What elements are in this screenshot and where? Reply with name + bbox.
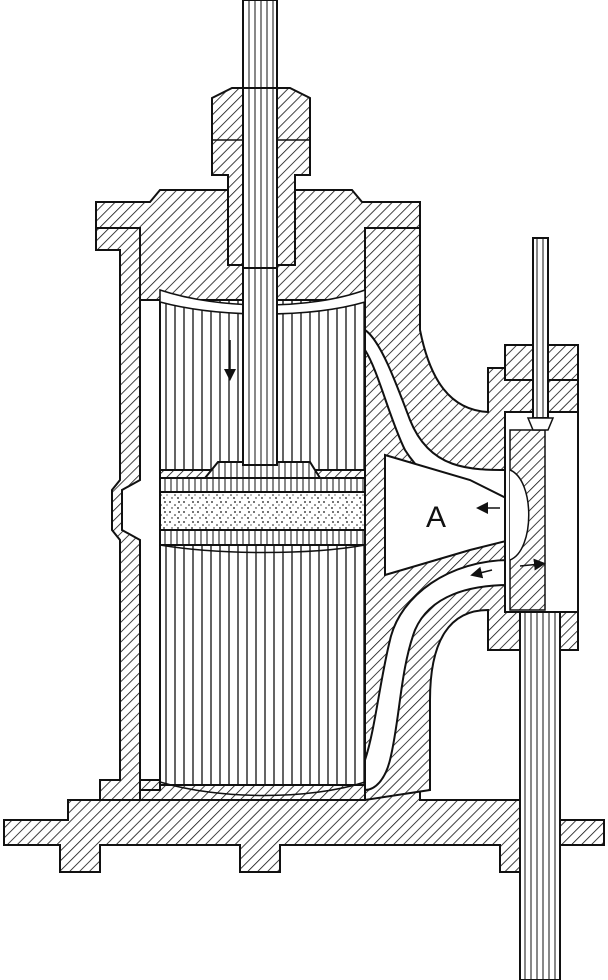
- lower-steam-passage: [364, 558, 511, 792]
- exhaust-pipe: [519, 611, 561, 980]
- piston: [159, 461, 366, 554]
- valve-rod: [526, 237, 555, 431]
- steam-flow-arrows: [470, 502, 546, 579]
- stuffing-box-gland: [211, 87, 311, 269]
- port-label-a: A: [426, 501, 446, 534]
- valve-chest: [504, 344, 579, 613]
